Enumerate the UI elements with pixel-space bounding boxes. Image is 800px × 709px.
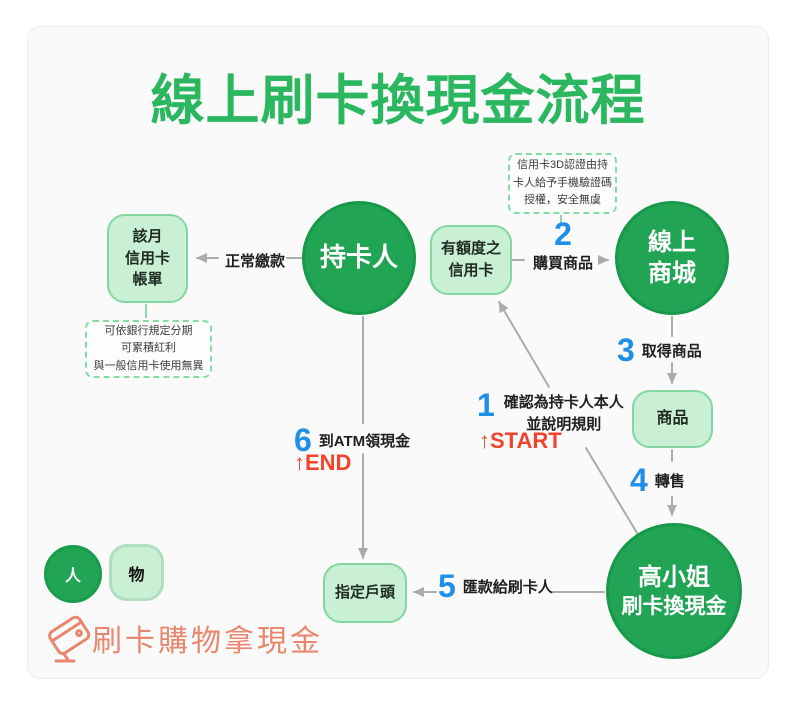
- node-monthly-bill-line2: 信用卡: [124, 249, 170, 267]
- note-bill-info: 可依銀行規定分期 可累積紅利 與一般信用卡使用無異: [85, 320, 212, 378]
- edge-label-normal-payment: 正常繳款: [224, 253, 285, 270]
- step2-number: 2: [554, 216, 572, 252]
- node-credit-card: 有額度之 信用卡: [430, 225, 512, 295]
- edge-step2: 2 購買商品: [519, 218, 607, 273]
- legend-person-label: 人: [64, 568, 81, 585]
- step4-label: 轉售: [654, 472, 685, 490]
- node-monthly-bill-line1: 該月: [132, 227, 163, 245]
- step1-line1: 確認為持卡人本人: [503, 394, 624, 411]
- start-tag: ↑START: [479, 428, 562, 453]
- edge-step4: 4 轉售: [630, 464, 685, 496]
- node-designated-account-label: 指定戶頭: [334, 584, 395, 602]
- logo-text: 刷卡購物拿現金: [92, 625, 323, 658]
- node-dealer-line1: 高小姐: [638, 563, 710, 591]
- node-cardholder: 持卡人: [302, 201, 416, 315]
- step3-number: 3: [617, 332, 635, 368]
- node-designated-account: 指定戶頭: [323, 563, 407, 623]
- note-bill-info-line2: 可累積紅利: [121, 342, 176, 355]
- edge-step3: 3 取得商品: [617, 334, 702, 366]
- node-monthly-bill: 該月 信用卡 帳單: [107, 214, 188, 303]
- node-dealer: 高小姐 刷卡換現金: [606, 523, 742, 659]
- edge-step6: 6 到ATM領現金: [294, 424, 410, 456]
- node-cardholder-label: 持卡人: [319, 242, 398, 273]
- node-credit-card-line1: 有額度之: [440, 240, 501, 258]
- edge-step1: 1 確認為持卡人本人 並說明規則: [477, 389, 624, 436]
- step2-label: 購買商品: [532, 255, 593, 272]
- note-3d-auth-line1: 信用卡3D認證由持: [516, 159, 609, 172]
- page-title: 線上刷卡換現金流程: [150, 71, 646, 131]
- step5-label: 匯款給刷卡人: [462, 578, 553, 596]
- legend-thing-label: 物: [128, 566, 145, 584]
- node-online-mall: 線上 商城: [615, 201, 729, 315]
- note-3d-auth-line2: 卡人給予手機驗證碼: [513, 176, 612, 189]
- node-online-mall-line1: 線上: [648, 228, 696, 256]
- note-bill-info-line3: 與一般信用卡使用無異: [93, 359, 204, 372]
- credit-card-logo-icon: [48, 615, 91, 663]
- note-3d-auth: 信用卡3D認證由持 卡人給予手機驗證碼 授權，安全無虞: [508, 153, 617, 214]
- node-product-label: 商品: [656, 410, 689, 428]
- edge-step5: 5 匯款給刷卡人: [438, 570, 553, 602]
- node-product: 商品: [632, 390, 713, 448]
- step5-number: 5: [438, 568, 456, 604]
- step3-label: 取得商品: [641, 342, 702, 360]
- node-monthly-bill-line3: 帳單: [132, 271, 163, 289]
- note-3d-auth-line3: 授權，安全無虞: [524, 194, 601, 207]
- step4-number: 4: [630, 462, 648, 498]
- legend-thing: 物: [109, 544, 164, 601]
- legend-person: 人: [44, 545, 102, 603]
- step1-number: 1: [477, 387, 495, 423]
- step6-label: 到ATM領現金: [318, 432, 411, 450]
- node-online-mall-line2: 商城: [648, 260, 696, 287]
- end-tag: ↑END: [294, 450, 352, 475]
- note-bill-info-line1: 可依銀行規定分期: [104, 324, 193, 337]
- step6-number: 6: [294, 422, 312, 458]
- node-credit-card-line2: 信用卡: [448, 262, 494, 279]
- node-dealer-line2: 刷卡換現金: [621, 594, 727, 618]
- step1-line2: 並說明規則: [526, 415, 602, 433]
